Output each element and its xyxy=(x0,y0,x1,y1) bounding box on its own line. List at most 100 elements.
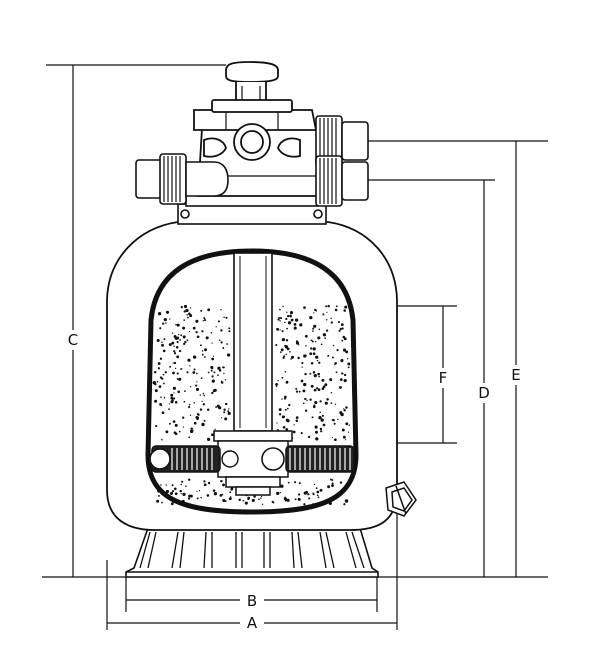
sand-grain xyxy=(192,326,196,330)
sand-grain xyxy=(195,384,198,387)
sand-grain xyxy=(163,382,165,385)
sand-grain xyxy=(206,437,211,442)
sand-grain xyxy=(204,356,206,358)
valve-port-right-lower xyxy=(315,155,369,207)
sand-grain xyxy=(283,497,287,501)
sand-grain xyxy=(322,423,326,427)
sand-grain xyxy=(201,330,204,333)
sand-grain xyxy=(295,341,300,345)
sand-grain xyxy=(316,490,320,494)
sand-grain xyxy=(318,361,321,364)
sand-grain xyxy=(293,326,297,330)
sand-grain xyxy=(285,418,290,422)
sand-grain xyxy=(316,359,319,362)
sand-grain xyxy=(287,321,292,325)
sand-grain xyxy=(304,334,308,338)
sand-grain xyxy=(188,312,191,316)
sand-grain xyxy=(162,491,166,495)
sand-grain xyxy=(211,391,214,395)
sand-grain xyxy=(219,494,223,497)
sand-grain xyxy=(279,308,281,311)
sand-grain xyxy=(211,357,215,361)
sand-grain xyxy=(290,318,294,322)
sand-grain xyxy=(325,305,328,308)
sand-grain xyxy=(169,318,171,320)
sand-grain xyxy=(198,490,201,492)
sand-grain xyxy=(312,347,316,351)
sand-grain xyxy=(318,328,321,331)
sand-grain xyxy=(207,481,211,485)
sand-grain xyxy=(304,355,307,357)
sand-grain xyxy=(345,422,349,426)
center-standpipe xyxy=(233,252,273,432)
sand-grain xyxy=(327,354,330,357)
sand-grain xyxy=(210,332,213,334)
sand-grain xyxy=(307,493,310,496)
sand-grain xyxy=(227,410,230,413)
sand-grain xyxy=(284,395,287,399)
sand-grain xyxy=(334,308,338,312)
tank-base-stand xyxy=(125,527,379,578)
sand-grain xyxy=(185,485,187,487)
sand-grain xyxy=(309,352,313,356)
sand-grain xyxy=(341,339,344,342)
sand-grain xyxy=(172,386,176,390)
sand-grain xyxy=(163,338,166,341)
sand-grain xyxy=(281,337,286,342)
sand-grain xyxy=(211,379,215,383)
sand-grain xyxy=(186,371,189,374)
sand-grain xyxy=(326,398,329,401)
sand-grain xyxy=(229,491,232,494)
sand-grain xyxy=(180,334,183,337)
sand-grain xyxy=(226,343,228,345)
sand-grain xyxy=(238,498,241,502)
sand-grain xyxy=(317,388,321,392)
sand-grain xyxy=(281,376,284,379)
sand-grain xyxy=(192,371,196,374)
sand-grain xyxy=(180,483,182,486)
sand-grain xyxy=(156,338,160,343)
sand-grain xyxy=(338,329,341,332)
sand-grain xyxy=(286,327,288,330)
sand-grain xyxy=(221,493,224,496)
sand-grain xyxy=(344,305,348,309)
sand-grain xyxy=(275,385,278,388)
sand-grain xyxy=(189,414,192,416)
sand-grain xyxy=(205,336,209,340)
sand-grain xyxy=(173,361,177,365)
sand-grain xyxy=(312,405,316,409)
sand-grain xyxy=(213,371,216,374)
sand-grain xyxy=(330,478,332,481)
sand-grain xyxy=(310,384,314,388)
sand-grain xyxy=(280,484,284,488)
sand-grain xyxy=(165,484,167,486)
sand-grain xyxy=(188,330,191,333)
sand-grain xyxy=(189,386,192,388)
sand-grain xyxy=(218,369,222,372)
sand-grain xyxy=(318,375,320,378)
sand-grain xyxy=(220,329,223,332)
sand-grain xyxy=(188,403,191,406)
sand-grain xyxy=(180,368,183,370)
sand-grain xyxy=(284,321,286,324)
sand-grain xyxy=(173,350,176,353)
sand-grain xyxy=(320,343,323,346)
sand-grain xyxy=(279,317,283,320)
sand-grain xyxy=(314,340,317,343)
sand-grain xyxy=(178,430,181,433)
sand-grain xyxy=(278,413,282,416)
sand-grain xyxy=(325,329,329,332)
sand-grain xyxy=(342,335,346,339)
sand-grain xyxy=(286,498,290,502)
sand-grain xyxy=(173,431,177,434)
sand-grain xyxy=(291,355,294,359)
sand-grain xyxy=(203,394,206,397)
sand-grain xyxy=(213,388,217,392)
sand-grain xyxy=(226,353,231,357)
sand-grain xyxy=(307,435,311,439)
sand-grain xyxy=(286,407,289,410)
sand-grain xyxy=(211,375,214,378)
sand-grain xyxy=(317,496,320,499)
sand-grain xyxy=(187,358,191,362)
sand-grain xyxy=(222,366,225,369)
